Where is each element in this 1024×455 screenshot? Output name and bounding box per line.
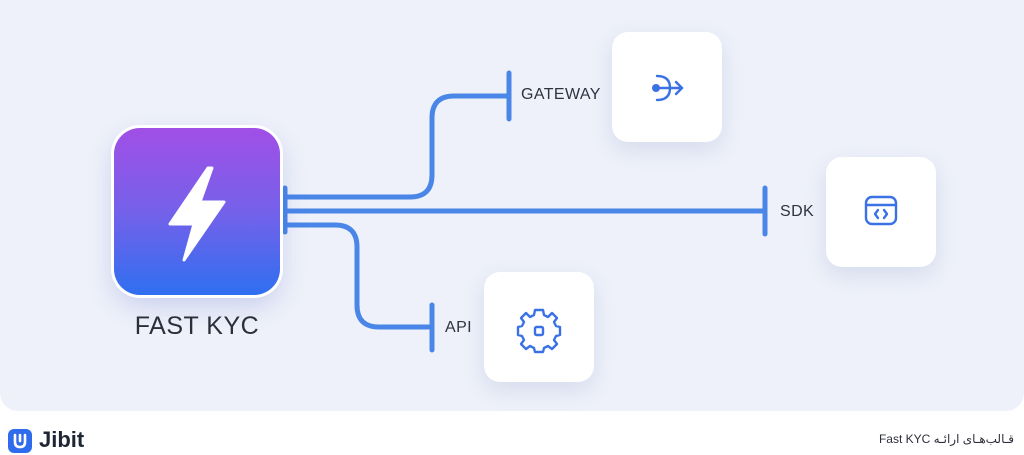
fast-kyc-hub — [114, 128, 280, 295]
gateway-card — [612, 32, 722, 142]
code-window-icon — [864, 195, 898, 226]
api-card — [484, 272, 594, 382]
gateway-label: GATEWAY — [521, 86, 601, 103]
diagram-canvas: FAST KYC GATEWAY SDK API — [0, 0, 1024, 411]
gear-icon — [516, 308, 562, 354]
lightning-bolt-icon — [168, 166, 226, 262]
connector-lines — [282, 70, 768, 353]
gateway-connector — [282, 93, 512, 200]
branch-arrow-icon — [652, 74, 684, 102]
sdk-label: SDK — [780, 203, 815, 220]
api-label: API — [445, 319, 472, 336]
brand-name: Jibit — [39, 427, 85, 452]
api-connector — [282, 222, 435, 330]
jibit-logo-icon — [8, 429, 32, 453]
sdk-card — [826, 157, 936, 267]
footer-caption: قـالب‌هـای ارائـه Fast KYC — [878, 432, 1014, 446]
hub-label: FAST KYC — [134, 312, 260, 340]
